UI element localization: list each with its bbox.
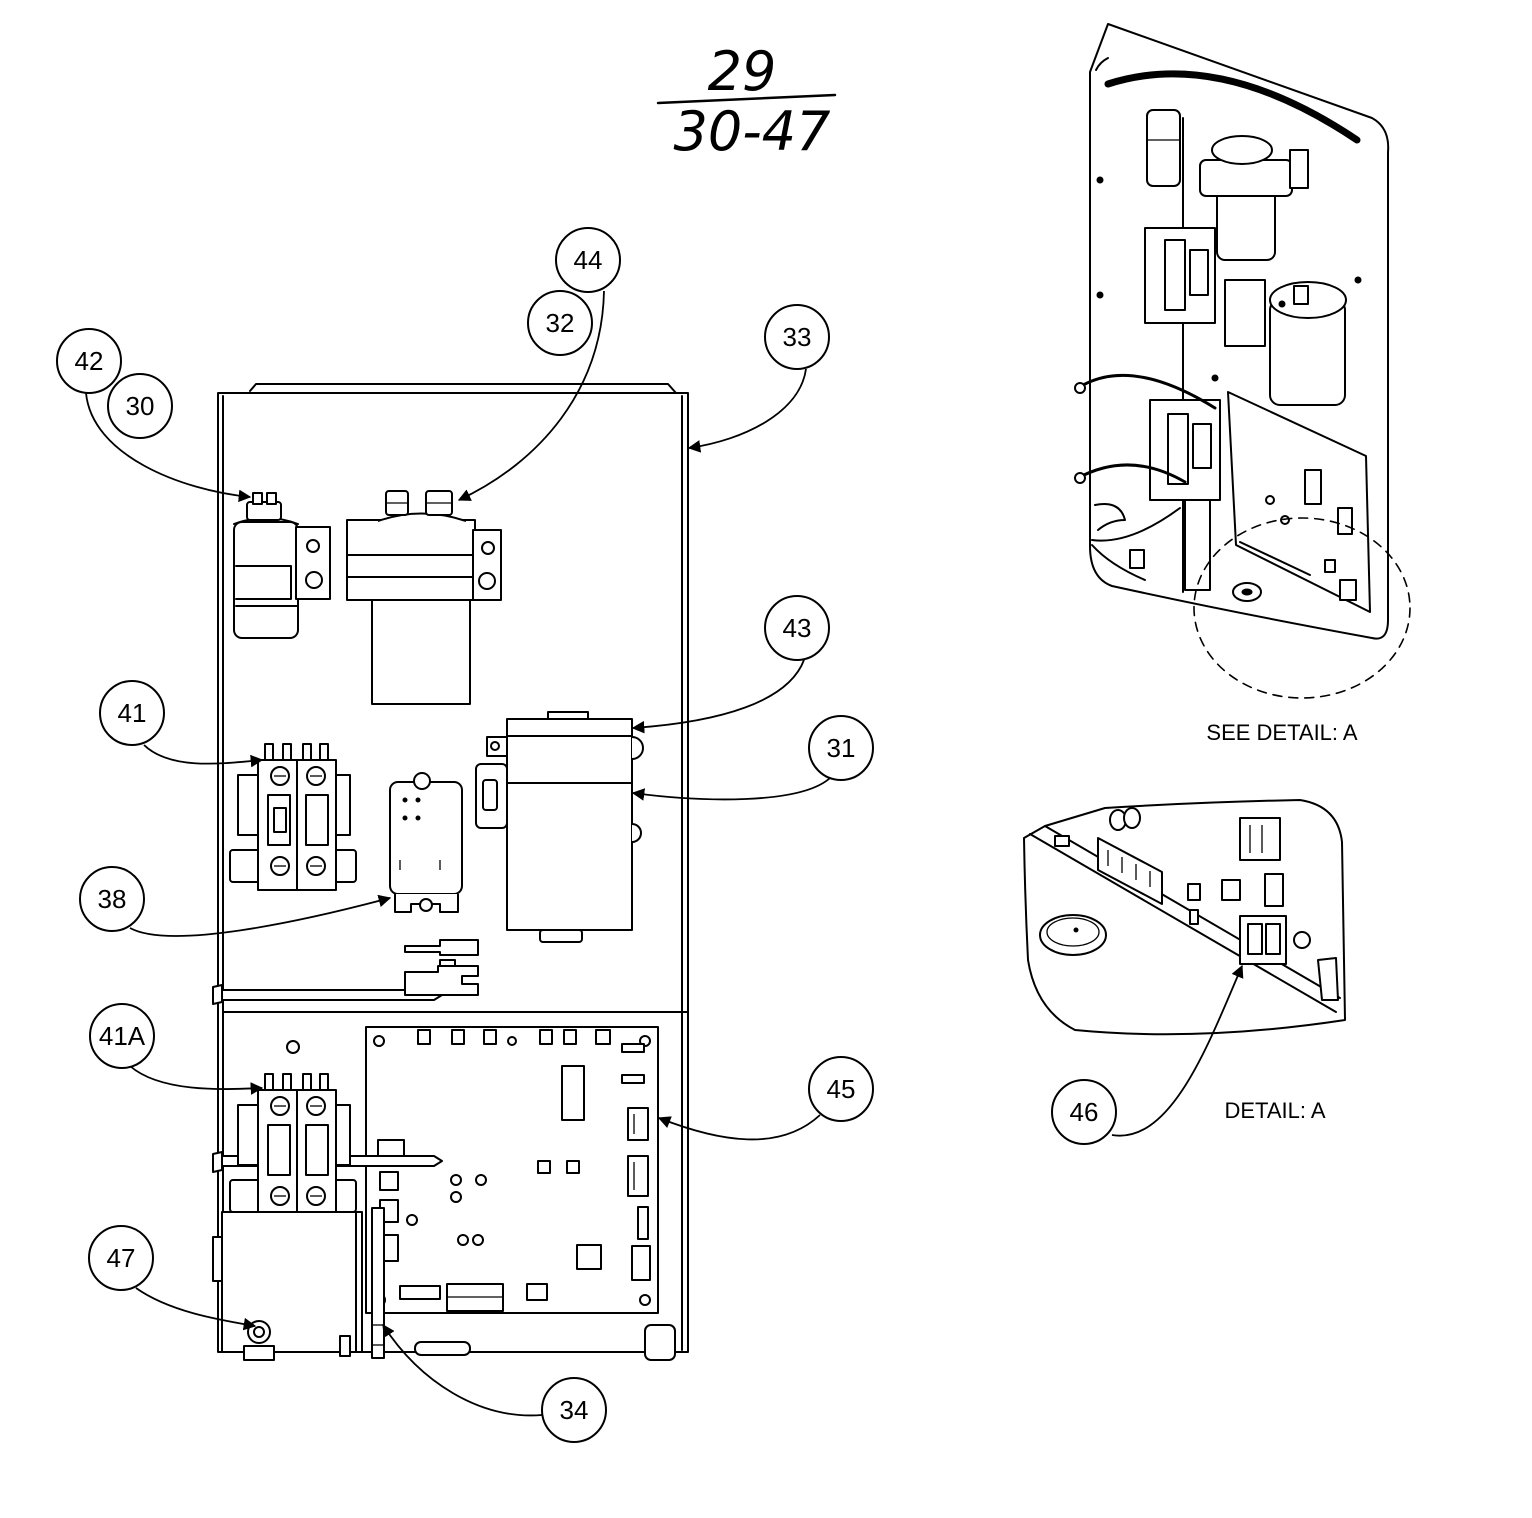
callout-38-label: 38 xyxy=(98,884,127,914)
detail-a-callout-ellipse xyxy=(1193,517,1411,699)
callout-45-label: 45 xyxy=(827,1074,856,1104)
callout-44: 44 xyxy=(555,227,621,293)
transformer-43 xyxy=(475,711,644,943)
callout-34-label: 34 xyxy=(560,1395,589,1425)
callout-42-label: 42 xyxy=(75,346,104,376)
mounting-bar-34 xyxy=(371,1207,385,1359)
callout-34: 34 xyxy=(541,1377,607,1443)
callout-47-label: 47 xyxy=(107,1243,136,1273)
leader-43 xyxy=(631,659,805,734)
panel-foot xyxy=(644,1324,676,1361)
leader-38 xyxy=(129,894,392,937)
enclosure-isometric-view xyxy=(1074,23,1411,699)
callout-31-label: 31 xyxy=(827,733,856,763)
capacitor-42 xyxy=(233,492,331,639)
dual-run-capacitor-44 xyxy=(346,490,502,705)
callout-41a-label: 41A xyxy=(99,1021,146,1051)
leader-lines xyxy=(85,290,1244,1417)
callout-38: 38 xyxy=(79,866,145,932)
panel-side-tab xyxy=(212,1236,223,1282)
callout-32-label: 32 xyxy=(546,308,575,338)
wire-tie-rod-upper xyxy=(212,984,443,1005)
page-reference: 29 30-47 xyxy=(656,40,837,163)
leader-31 xyxy=(631,777,831,801)
detail-a-label: DETAIL: A xyxy=(1224,1098,1325,1123)
callout-31: 31 xyxy=(808,715,874,781)
control-board-45 xyxy=(365,1026,659,1314)
terminal-box-47 xyxy=(221,1211,363,1361)
detail-a-view xyxy=(1023,799,1346,1036)
relay-38 xyxy=(389,772,463,913)
leader-45 xyxy=(657,1114,821,1141)
callout-33: 33 xyxy=(764,304,830,370)
mounting-brackets xyxy=(404,939,479,996)
callout-30: 30 xyxy=(107,373,173,439)
leader-47 xyxy=(135,1287,257,1331)
panel-top-lip xyxy=(249,383,677,394)
leader-41 xyxy=(143,744,264,768)
callout-41-label: 41 xyxy=(118,698,147,728)
callout-46: 46 xyxy=(1051,1079,1117,1145)
callout-30-label: 30 xyxy=(126,391,155,421)
callout-42: 42 xyxy=(56,328,122,394)
panel-bottom-slot xyxy=(414,1341,471,1356)
page-reference-denominator: 30-47 xyxy=(674,100,831,163)
callout-33-label: 33 xyxy=(783,322,812,352)
leader-46 xyxy=(1111,964,1244,1137)
leader-41a xyxy=(129,1065,264,1095)
callout-43: 43 xyxy=(764,595,830,661)
panel-hole xyxy=(286,1040,300,1054)
page-reference-numerator: 29 xyxy=(708,40,777,103)
callout-45: 45 xyxy=(808,1056,874,1122)
see-detail-a-label: SEE DETAIL: A xyxy=(1206,720,1358,745)
contactor-41 xyxy=(229,743,357,891)
callout-41: 41 xyxy=(99,680,165,746)
callout-41a: 41A xyxy=(89,1003,155,1069)
leader-33 xyxy=(687,368,807,453)
callout-32: 32 xyxy=(527,290,593,356)
callout-44-label: 44 xyxy=(574,245,603,275)
leader-34 xyxy=(382,1323,543,1417)
fraction-line xyxy=(656,93,837,105)
callout-47: 47 xyxy=(88,1225,154,1291)
callout-43-label: 43 xyxy=(783,613,812,643)
leader-44 xyxy=(457,290,605,501)
leader-42 xyxy=(85,392,252,503)
callout-46-label: 46 xyxy=(1070,1097,1099,1127)
contactor-41a xyxy=(229,1073,357,1221)
